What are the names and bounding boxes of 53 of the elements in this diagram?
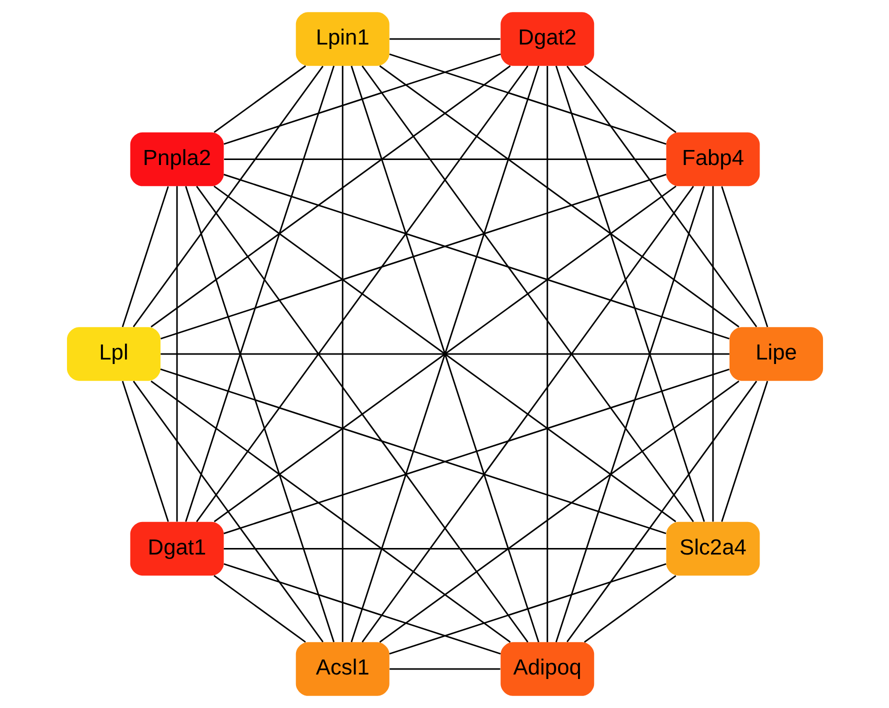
connector <box>121 380 168 522</box>
node-box: Dgat2 <box>500 12 594 66</box>
connector <box>389 668 500 670</box>
connector <box>224 158 666 160</box>
node-box: Lpin1 <box>295 12 389 66</box>
connector <box>388 53 666 145</box>
connector <box>160 353 729 355</box>
connector <box>184 66 334 522</box>
connector <box>554 186 704 642</box>
connector <box>720 186 768 328</box>
connector <box>223 174 729 340</box>
node-box: Adipoq <box>500 642 594 696</box>
connector <box>121 186 168 328</box>
connector <box>566 380 757 642</box>
connector <box>566 66 757 328</box>
connector <box>213 65 306 133</box>
connector <box>361 186 694 642</box>
connector <box>223 563 500 655</box>
connector <box>160 368 666 534</box>
connector <box>712 186 714 522</box>
connector <box>389 38 500 40</box>
connector <box>546 66 548 642</box>
connector <box>341 66 343 642</box>
node-box: Fabp4 <box>666 132 760 186</box>
connector <box>584 65 676 133</box>
connector <box>150 380 510 643</box>
node-box: Pnpla2 <box>130 132 224 186</box>
connector <box>223 548 666 550</box>
connector <box>196 66 528 522</box>
connector <box>720 380 768 522</box>
node-box: Dgat1 <box>130 522 224 576</box>
connector <box>132 380 324 642</box>
connector <box>554 66 704 522</box>
connector <box>223 53 500 145</box>
connector <box>213 186 676 522</box>
connector <box>196 186 528 642</box>
connector <box>184 186 334 642</box>
connector <box>378 65 739 328</box>
connector <box>350 66 539 642</box>
connector <box>388 563 666 655</box>
connector <box>132 66 323 328</box>
connector <box>361 66 694 522</box>
connector <box>150 65 510 328</box>
connector <box>223 368 729 534</box>
node-box: Lipe <box>729 327 823 381</box>
connector <box>213 575 306 643</box>
connector <box>378 380 739 643</box>
connector <box>176 186 178 522</box>
node-box: Slc2a4 <box>666 522 760 576</box>
node-box: Acsl1 <box>295 642 389 696</box>
connector <box>583 575 676 643</box>
node-box: Lpl <box>66 327 160 381</box>
connector <box>160 174 666 340</box>
